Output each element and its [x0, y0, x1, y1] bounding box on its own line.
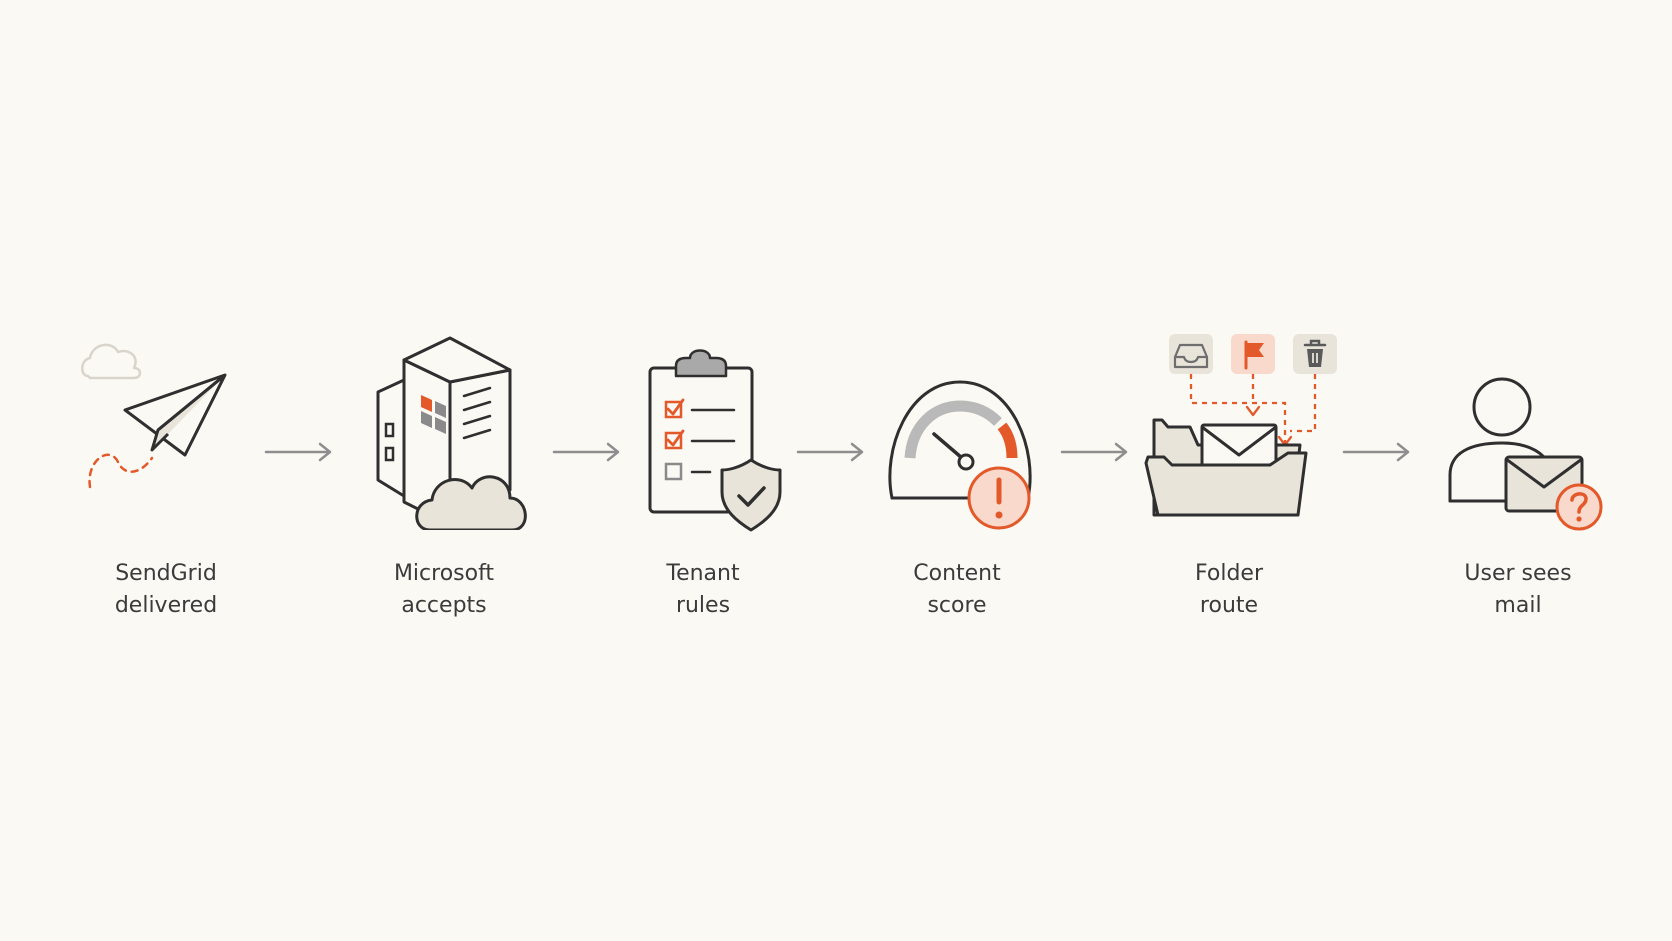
step-label-folder: Folder route: [1195, 561, 1263, 618]
step-label-microsoft: Microsoft accepts: [393, 561, 495, 618]
office-building-cloud-icon: [376, 336, 527, 530]
windows-logo-icon: [421, 395, 446, 434]
arrow-right-icon: [1342, 442, 1410, 462]
clipboard-shield-icon: [648, 349, 782, 532]
cloud-icon: [81, 343, 142, 380]
arrow-right-icon: [1060, 442, 1128, 462]
arrow-right-icon: [552, 442, 620, 462]
gauge-warning-icon: [888, 380, 1032, 530]
checkbox-checked-icon: [664, 429, 685, 450]
step-label-user: User sees mail: [1464, 561, 1572, 618]
checkbox-checked-icon: [664, 398, 685, 419]
step-label-content: Content score: [913, 561, 1001, 618]
arrow-right-icon: [796, 442, 864, 462]
user-envelope-question-icon: [1448, 377, 1603, 531]
shield-check-icon: [720, 458, 782, 532]
checkbox-empty-icon: [664, 462, 683, 481]
step-label-tenant: Tenant rules: [666, 561, 740, 618]
folder-envelope-icon: [1144, 334, 1337, 517]
inbox-tray-icon: [1169, 334, 1213, 374]
trash-icon: [1293, 334, 1337, 374]
warning-icon: [967, 466, 1031, 530]
arrow-right-icon: [264, 442, 332, 462]
step-label-sendgrid: SendGrid delivered: [114, 561, 218, 618]
flag-icon: [1231, 334, 1275, 374]
question-icon: [1555, 483, 1603, 531]
dashed-trail: [88, 453, 154, 489]
paper-plane-icon: [81, 343, 227, 489]
